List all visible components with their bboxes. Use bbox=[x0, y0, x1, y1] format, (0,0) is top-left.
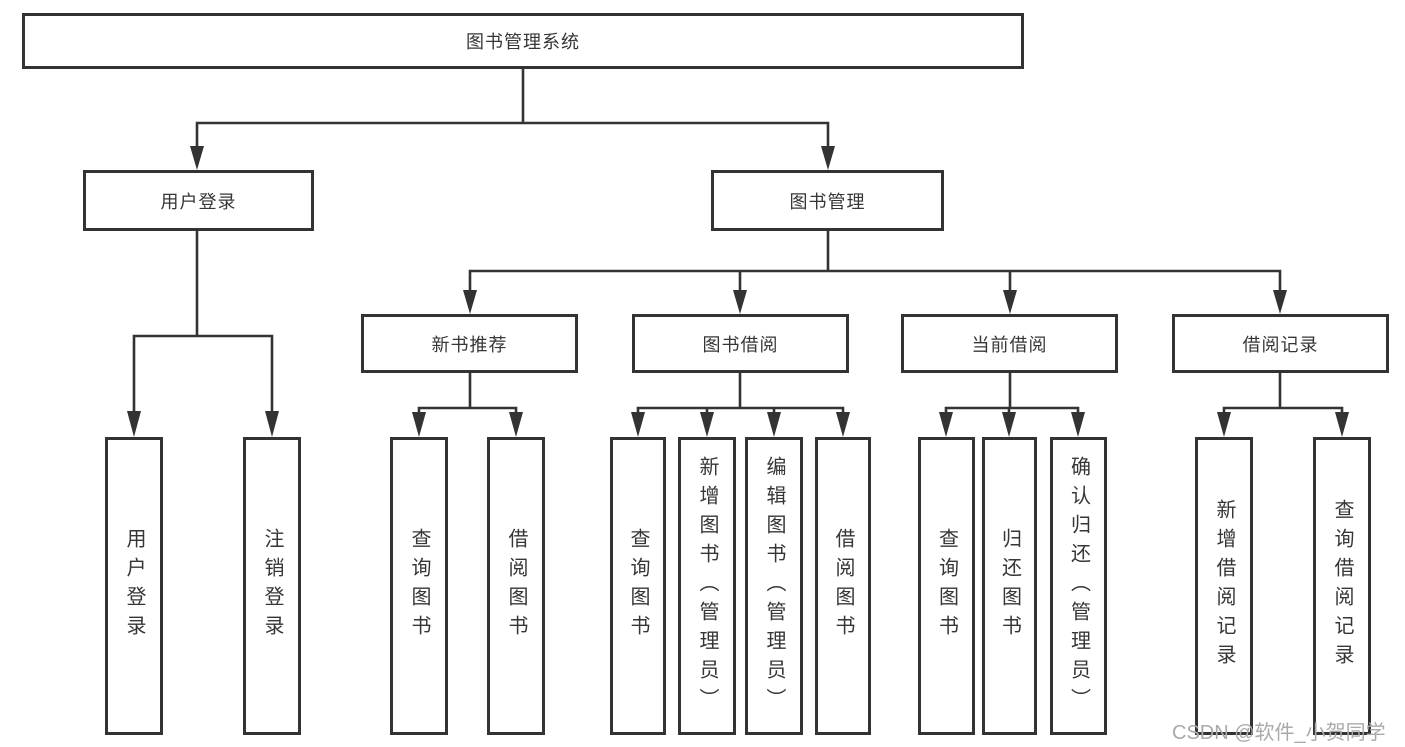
leaf-return-book-label: 归还图书 bbox=[998, 528, 1021, 644]
node-user-login-label: 用户登录 bbox=[160, 191, 237, 212]
leaf-query-borrow-record-label: 查询借阅记录 bbox=[1331, 499, 1353, 673]
leaf-return-book: 归还图书 bbox=[982, 437, 1037, 735]
node-current-borrow: 当前借阅 bbox=[901, 314, 1118, 373]
arrowheads-borrow-records-children bbox=[1217, 412, 1349, 437]
leaf-logout: 注销登录 bbox=[243, 437, 301, 735]
connector-borrow-records-children bbox=[1222, 373, 1344, 418]
node-user-login: 用户登录 bbox=[83, 170, 314, 231]
connector-user-login-children bbox=[132, 231, 274, 416]
leaf-query-current-label: 查询图书 bbox=[935, 528, 958, 644]
node-borrow-records-label: 借阅记录 bbox=[1242, 334, 1319, 355]
arrowheads-book-borrow-children bbox=[631, 412, 850, 437]
arrowheads-current-borrow-children bbox=[939, 412, 1085, 437]
node-borrow-records: 借阅记录 bbox=[1172, 314, 1389, 373]
leaf-add-book-admin: 新增图书（管理员） bbox=[678, 437, 736, 735]
connector-book-borrow-children bbox=[636, 373, 845, 418]
leaf-query-book-rec: 查询图书 bbox=[390, 437, 448, 735]
leaf-query-book-label: 查询图书 bbox=[627, 528, 649, 644]
node-book-mgmt-label: 图书管理 bbox=[789, 191, 866, 212]
leaf-edit-book-admin: 编辑图书（管理员） bbox=[745, 437, 803, 735]
leaf-user-login-label: 用户登录 bbox=[123, 528, 145, 644]
leaf-borrow-book-rec: 借阅图书 bbox=[487, 437, 545, 735]
connector-current-borrow-children bbox=[944, 373, 1080, 418]
node-book-borrow-label: 图书借阅 bbox=[702, 334, 779, 355]
arrowheads-new-book-children bbox=[412, 412, 523, 437]
watermark-text: CSDN @软件_小贺同学 bbox=[1172, 722, 1386, 744]
node-book-borrow: 图书借阅 bbox=[632, 314, 849, 373]
leaf-borrow-book-label: 借阅图书 bbox=[832, 528, 854, 644]
arrowheads-user-login-children bbox=[127, 411, 279, 437]
leaf-edit-book-admin-label: 编辑图书（管理员） bbox=[763, 455, 785, 717]
leaf-query-book-rec-label: 查询图书 bbox=[408, 528, 430, 644]
connector-new-book-children bbox=[417, 373, 518, 418]
leaf-add-borrow-record-label: 新增借阅记录 bbox=[1213, 499, 1235, 673]
leaf-borrow-book-rec-label: 借阅图书 bbox=[505, 528, 527, 644]
node-new-book-rec: 新书推荐 bbox=[361, 314, 578, 373]
connector-book-mgmt-children bbox=[468, 231, 1282, 296]
connector-root-to-level2 bbox=[195, 69, 830, 150]
leaf-borrow-book: 借阅图书 bbox=[815, 437, 871, 735]
leaf-confirm-return-admin-label: 确认归还（管理员） bbox=[1067, 455, 1090, 717]
leaf-query-borrow-record: 查询借阅记录 bbox=[1313, 437, 1371, 735]
leaf-add-book-admin-label: 新增图书（管理员） bbox=[696, 455, 718, 717]
leaf-query-book: 查询图书 bbox=[610, 437, 666, 735]
node-new-book-rec-label: 新书推荐 bbox=[431, 334, 508, 355]
leaf-logout-label: 注销登录 bbox=[261, 528, 283, 644]
leaf-add-borrow-record: 新增借阅记录 bbox=[1195, 437, 1253, 735]
leaf-confirm-return-admin: 确认归还（管理员） bbox=[1050, 437, 1107, 735]
leaf-query-current: 查询图书 bbox=[918, 437, 975, 735]
leaf-user-login: 用户登录 bbox=[105, 437, 163, 735]
arrowheads-root-to-level2 bbox=[190, 146, 835, 170]
node-root-system: 图书管理系统 bbox=[22, 13, 1024, 69]
arrowheads-book-mgmt-children bbox=[463, 290, 1287, 314]
node-root-system-label: 图书管理系统 bbox=[466, 32, 580, 52]
node-book-mgmt: 图书管理 bbox=[711, 170, 944, 231]
node-current-borrow-label: 当前借阅 bbox=[971, 334, 1048, 355]
